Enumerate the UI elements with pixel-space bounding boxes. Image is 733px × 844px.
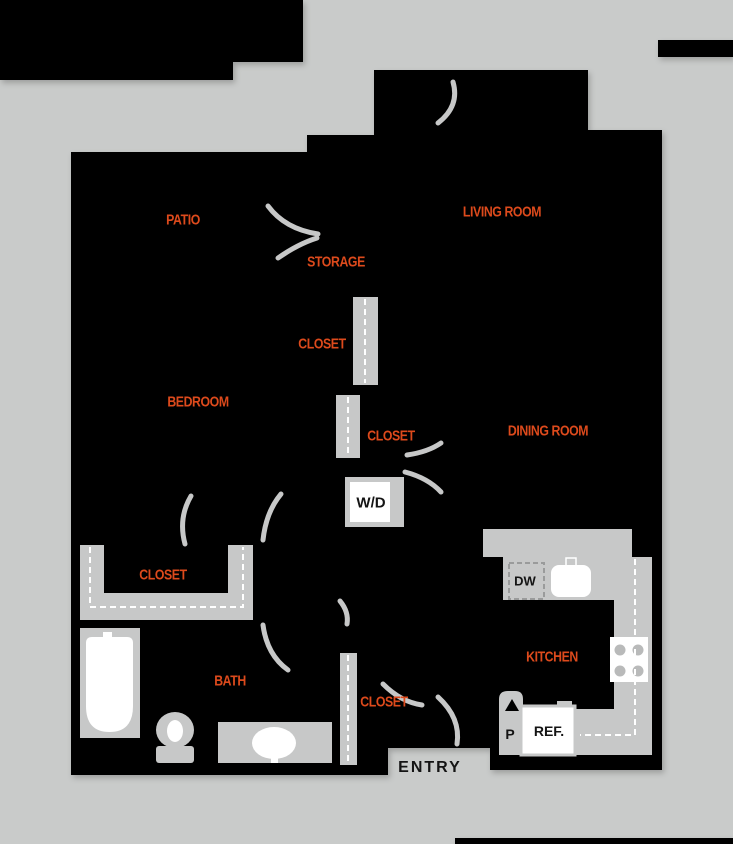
label-living-room: LIVING ROOM (462, 203, 542, 221)
closet-door-arc-small (337, 598, 350, 627)
vanity-sink (252, 727, 296, 759)
bedroom-door-arc (180, 493, 194, 547)
label-closet-storage: CLOSET (298, 335, 346, 353)
label-bath: BATH (214, 672, 246, 690)
bathtub-faucet (103, 632, 112, 647)
dashed-lines (89, 299, 636, 763)
hall-door-arc-lower (402, 469, 444, 495)
kitchen-counter-top (483, 529, 632, 557)
bedroom-closet-dash (89, 547, 244, 608)
dishwasher-outline (508, 562, 545, 600)
hall-door-arc-upper (404, 440, 444, 458)
stove (610, 637, 648, 682)
hallway-door-arc (260, 491, 284, 543)
neighbor-unit-top-left-step (233, 0, 303, 62)
fridge-handle (557, 701, 572, 707)
label-refrigerator: REF. (533, 723, 565, 739)
bedroom-closet (80, 545, 253, 620)
balcony-door-arc (435, 79, 458, 126)
label-washer-dryer: W/D (356, 494, 386, 512)
pantry-door-wedge (505, 699, 519, 711)
label-closet-hall: CLOSET (367, 427, 415, 445)
label-closet-entry: CLOSET (360, 693, 408, 711)
label-dining-room: DINING ROOM (507, 422, 589, 440)
label-bedroom: BEDROOM (167, 393, 229, 411)
toilet-tank (156, 746, 194, 763)
washer-dryer-divider (390, 482, 399, 522)
label-kitchen: KITCHEN (526, 648, 578, 666)
neighbor-unit-top-left (0, 0, 233, 80)
bathtub (86, 637, 133, 732)
refrigerator-box (519, 704, 577, 757)
label-pantry: P (505, 726, 515, 742)
toilet-seat (167, 720, 183, 742)
label-patio: PATIO (166, 211, 200, 229)
front-door-arc (435, 694, 461, 747)
kitchen-counter-dash (580, 559, 636, 736)
storage-door-arc-right (275, 235, 320, 261)
neighbor-unit-top-right (658, 40, 733, 57)
neighbor-unit-bottom-right (455, 838, 733, 844)
storage-door-arc-left (265, 203, 321, 237)
door-arcs (180, 79, 461, 747)
vanity-faucet (271, 752, 278, 763)
kitchen-sink (551, 565, 591, 597)
bath-door-arc (260, 622, 291, 673)
label-entry: ENTRY (398, 759, 462, 776)
entry-closet-door-arc (380, 681, 425, 708)
label-dishwasher: DW (514, 573, 536, 589)
label-closet-bedroom: CLOSET (139, 566, 187, 584)
label-storage: STORAGE (307, 253, 365, 271)
